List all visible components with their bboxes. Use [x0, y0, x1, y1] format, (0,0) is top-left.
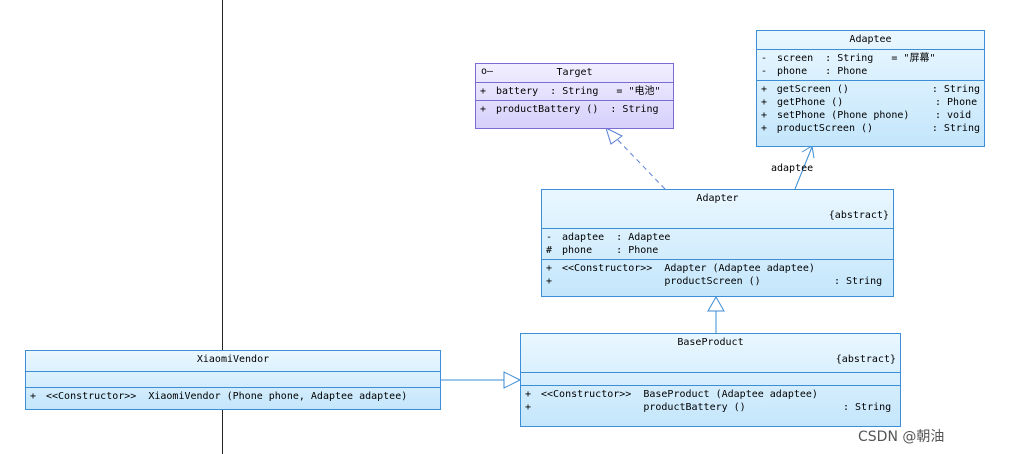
baseproduct-header: BaseProduct {abstract}: [521, 334, 900, 368]
adapter-class[interactable]: Adapter {abstract} -adaptee : Adaptee #p…: [541, 189, 894, 297]
xiaomivendor-operation: +<<Constructor>> XiaomiVendor (Phone pho…: [30, 391, 408, 402]
xiaomivendor-name: XiaomiVendor: [196, 354, 270, 365]
adaptee-name: Adaptee: [849, 34, 892, 45]
target-operation: +productBattery () : String: [480, 104, 659, 115]
adapter-operation: +<<Constructor>> Adapter (Adaptee adapte…: [546, 263, 815, 274]
adaptee-operations: +getScreen (): String +getPhone (): Phon…: [757, 80, 984, 137]
adapter-header: Adapter {abstract}: [542, 190, 893, 222]
baseproduct-operation: + productBattery (): String: [525, 402, 892, 413]
adapter-attribute: #phone : Phone: [546, 245, 659, 256]
generalization-arrowhead-adapter: [707, 295, 725, 312]
target-header: o— Target: [476, 64, 673, 82]
adaptee-operation: +getScreen (): String: [761, 84, 980, 95]
realization-edge: [613, 135, 666, 190]
xiaomivendor-class[interactable]: XiaomiVendor +<<Constructor>> XiaomiVend…: [25, 350, 441, 410]
adapter-name: Adapter: [696, 193, 739, 204]
baseproduct-operations: +<<Constructor>> BaseProduct (Adaptee ad…: [521, 385, 900, 416]
adaptee-operation: +getPhone (): Phone: [761, 97, 978, 108]
adaptee-attribute: -screen : String = "屏幕": [761, 53, 936, 64]
xiaomivendor-operations: +<<Constructor>> XiaomiVendor (Phone pho…: [26, 387, 440, 405]
vertical-divider-line: [222, 0, 223, 454]
baseproduct-name: BaseProduct: [677, 337, 744, 348]
adaptee-class[interactable]: Adaptee -screen : String = "屏幕" -phone :…: [756, 30, 985, 147]
adaptee-operation: +setPhone (Phone phone): void: [761, 110, 972, 121]
association-label: adaptee: [771, 163, 814, 174]
watermark: CSDN @朝油: [858, 429, 945, 445]
adaptee-attribute: -phone : Phone: [761, 66, 868, 77]
baseproduct-class[interactable]: BaseProduct {abstract} +<<Constructor>> …: [520, 333, 901, 427]
adaptee-attributes: -screen : String = "屏幕" -phone : Phone: [757, 49, 984, 80]
interface-lollipop-icon: o—: [481, 66, 494, 77]
adapter-stereotype: {abstract}: [828, 210, 889, 221]
baseproduct-stereotype: {abstract}: [835, 354, 896, 365]
xiaomivendor-attributes: [26, 371, 440, 387]
baseproduct-attributes: [521, 372, 900, 385]
target-attribute: +battery : String = "电池": [480, 86, 661, 97]
adapter-operations: +<<Constructor>> Adapter (Adaptee adapte…: [542, 259, 893, 290]
target-operations: +productBattery () : String: [476, 100, 673, 118]
generalization-arrowhead-baseproduct: [503, 371, 522, 389]
adapter-attributes: -adaptee : Adaptee #phone : Phone: [542, 228, 893, 259]
target-name: Target: [556, 67, 593, 78]
target-attributes: +battery : String = "电池": [476, 82, 673, 100]
target-interface[interactable]: o— Target +battery : String = "电池" +prod…: [475, 63, 674, 129]
baseproduct-operation: +<<Constructor>> BaseProduct (Adaptee ad…: [525, 389, 818, 400]
adaptee-operation: +productScreen (): String: [761, 123, 980, 134]
association-edge: [794, 146, 813, 190]
adapter-operation: + productScreen (): String: [546, 276, 883, 287]
realization-arrowhead: [605, 127, 623, 145]
adapter-attribute: -adaptee : Adaptee: [546, 232, 671, 243]
